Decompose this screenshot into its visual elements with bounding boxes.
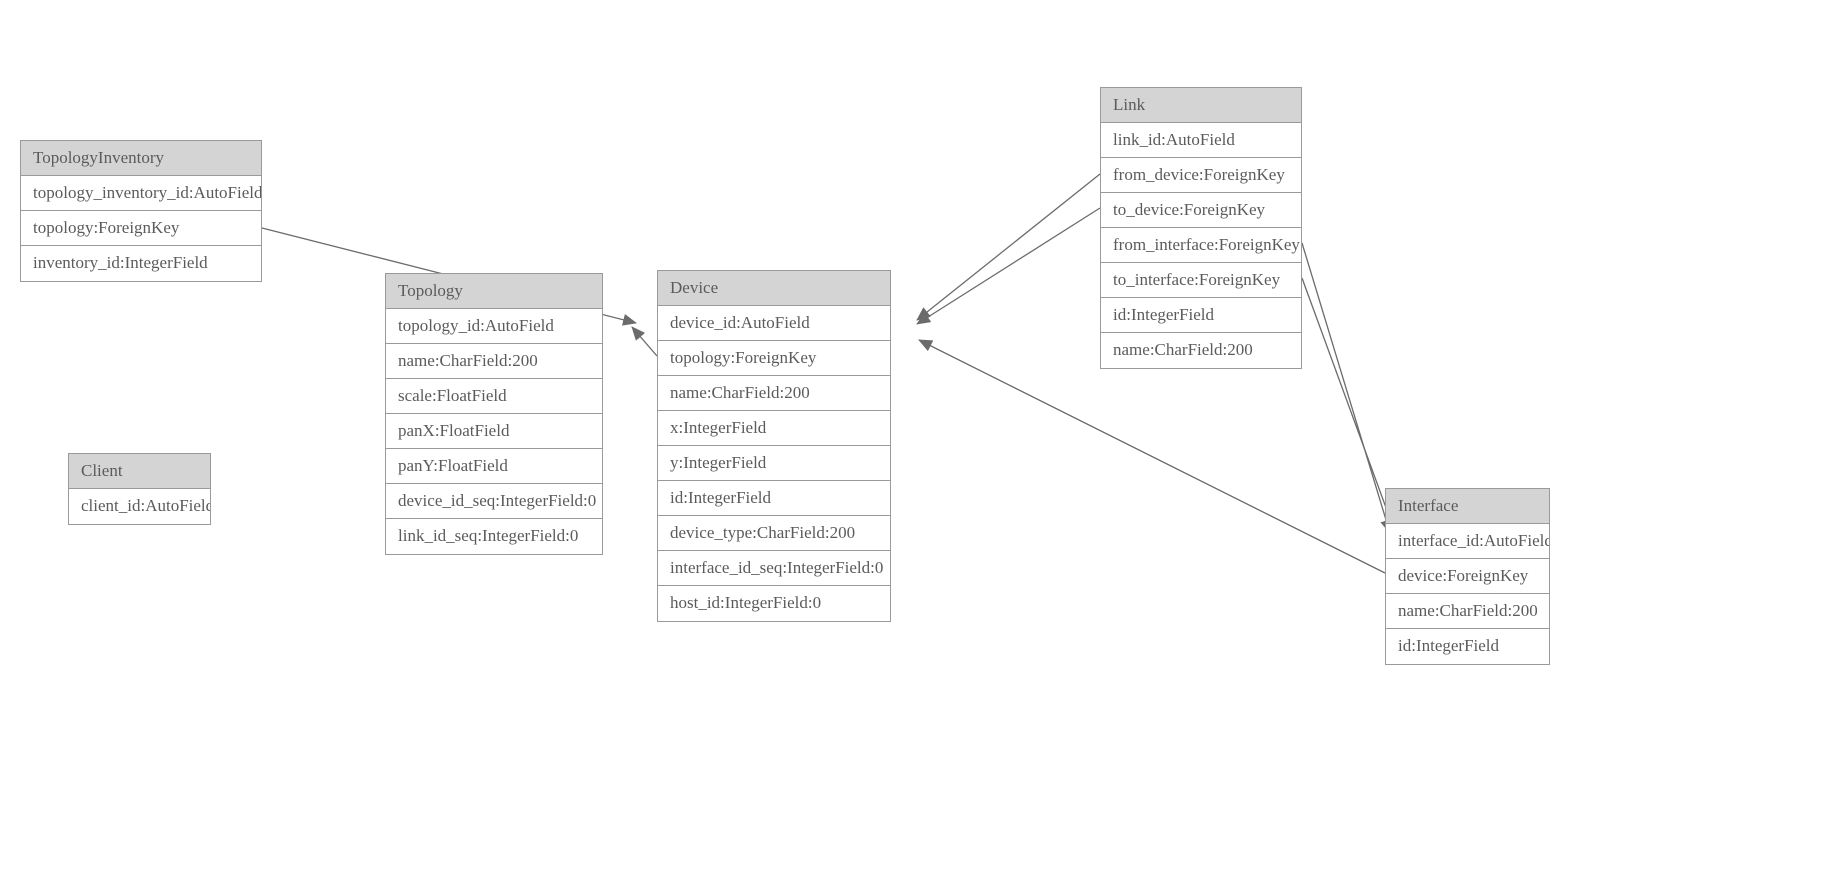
edge-interface-device [918,339,1386,574]
entity-field: name:CharField:200 [386,344,602,379]
entity-field: link_id:AutoField [1101,123,1301,158]
edge-link-from-device [916,173,1101,321]
entity-title: Link [1101,88,1301,123]
entity-field: device_type:CharField:200 [658,516,890,551]
edge-link-from-interface [1301,242,1392,534]
entity-field: x:IntegerField [658,411,890,446]
entity-field: from_device:ForeignKey [1101,158,1301,193]
entity-field: device_id_seq:IntegerField:0 [386,484,602,519]
edge-device-topology [631,326,658,357]
entity-topology[interactable]: Topology topology_id:AutoField name:Char… [385,273,603,555]
entity-field: name:CharField:200 [1386,594,1549,629]
entity-interface[interactable]: Interface interface_id:AutoField device:… [1385,488,1550,665]
entity-title: Client [69,454,210,489]
entity-field: topology:ForeignKey [21,211,261,246]
entity-field: id:IntegerField [1101,298,1301,333]
entity-field: topology:ForeignKey [658,341,890,376]
entity-field: topology_inventory_id:AutoField [21,176,261,211]
entity-title: Topology [386,274,602,309]
entity-field: id:IntegerField [1398,636,1500,655]
entity-field: id:IntegerField [658,481,890,516]
entity-field: scale:FloatField [386,379,602,414]
entity-field: interface_id:AutoField [1386,524,1549,559]
entity-field: device:ForeignKey [1386,559,1549,594]
entity-field: topology_id:AutoField [386,309,602,344]
entity-title: Interface [1386,489,1549,524]
edge-link-to-device [916,207,1101,325]
entity-device[interactable]: Device device_id:AutoField topology:Fore… [657,270,891,622]
entity-link[interactable]: Link link_id:AutoField from_device:Forei… [1100,87,1302,369]
entity-field: link_id_seq:IntegerField:0 [398,526,579,545]
entity-field: to_device:ForeignKey [1101,193,1301,228]
entity-field: interface_id_seq:IntegerField:0 [658,551,890,586]
edge-link-to-interface [1301,277,1398,536]
entity-client[interactable]: Client client_id:AutoField [68,453,211,525]
entity-field: device_id:AutoField [658,306,890,341]
entity-field: client_id:AutoField [81,496,210,515]
entity-title: TopologyInventory [21,141,261,176]
entity-field: panX:FloatField [386,414,602,449]
entity-topology-inventory[interactable]: TopologyInventory topology_inventory_id:… [20,140,262,282]
entity-title: Device [658,271,890,306]
entity-field: name:CharField:200 [1113,340,1253,359]
entity-field: to_interface:ForeignKey [1101,263,1301,298]
entity-field: panY:FloatField [386,449,602,484]
entity-field: from_interface:ForeignKey [1101,228,1301,263]
entity-field: y:IntegerField [658,446,890,481]
entity-field: name:CharField:200 [658,376,890,411]
entity-field: host_id:IntegerField:0 [670,593,822,612]
entity-field: inventory_id:IntegerField [33,253,208,272]
